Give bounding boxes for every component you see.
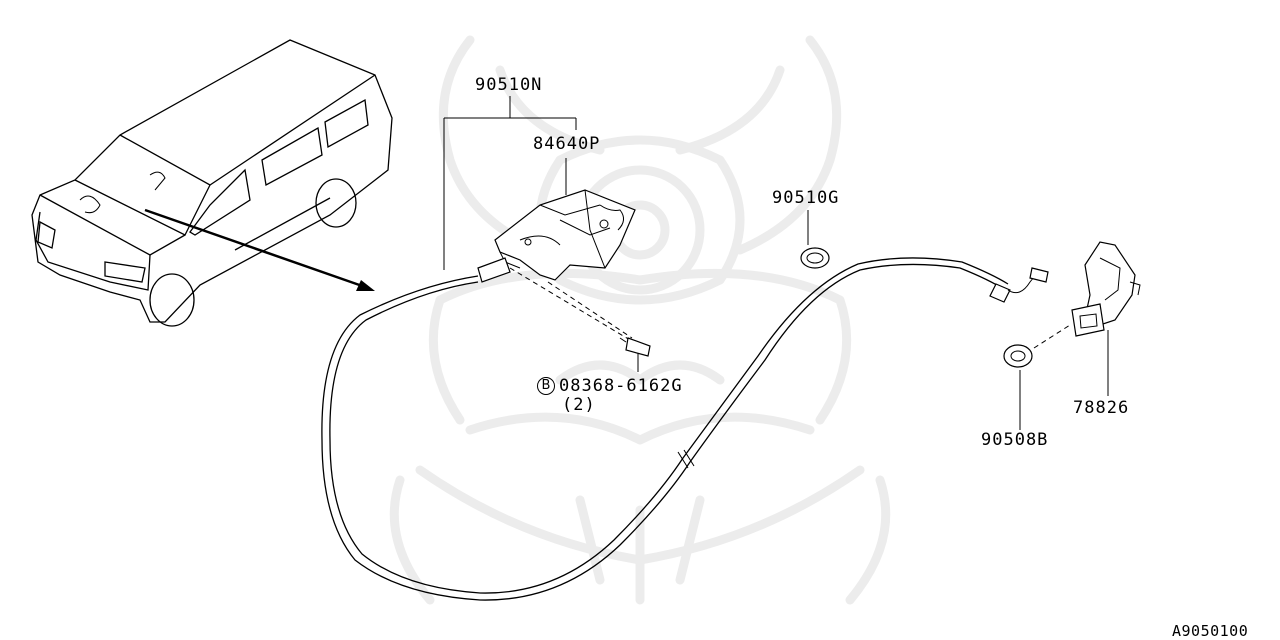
label-lock-assembly: 78826 (1073, 398, 1130, 418)
bolt-symbol: B (537, 377, 555, 395)
label-cable-assembly: 90510N (475, 75, 543, 95)
figure-code: A9050100 (1172, 622, 1249, 640)
watermark-logo (389, 35, 891, 605)
label-bolt-quantity: (2) (562, 395, 596, 415)
grommet (1003, 324, 1071, 368)
release-cable (321, 257, 1049, 601)
vehicle-illustration (31, 39, 393, 327)
bolt (509, 267, 651, 357)
release-handle (477, 189, 636, 283)
label-bolt: 08368-6162G (559, 376, 683, 396)
label-grommet: 90508B (981, 430, 1049, 450)
hood-lock (1071, 241, 1141, 337)
label-release-handle: 84640P (533, 134, 601, 154)
label-clip: 90510G (772, 188, 840, 208)
cable-clip (800, 247, 830, 269)
